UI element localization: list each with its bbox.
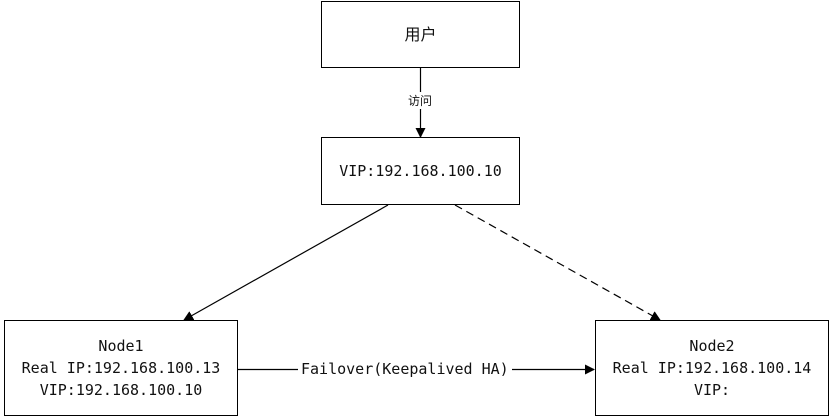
node1-real-ip: Real IP:192.168.100.13 [21,359,221,377]
node2-name: Node2 [689,337,735,355]
user-node-label: 用户 [404,24,437,44]
node1-name: Node1 [98,337,144,355]
access-edge-label: 访问 [406,92,435,109]
node1: Node1 Real IP:192.168.100.13 VIP:192.168… [4,320,238,416]
node2-vip: VIP: [693,381,731,399]
node1-vip: VIP:192.168.100.10 [39,381,203,399]
node2: Node2 Real IP:192.168.100.14 VIP: [595,320,829,416]
edge-vip-to-node1 [183,204,389,321]
vip-node: VIP:192.168.100.10 [321,137,520,205]
edge-vip-to-node2 [454,204,661,321]
user-node: 用户 [321,1,520,68]
failover-edge-label: Failover(Keepalived HA) [298,359,512,379]
vip-node-label: VIP:192.168.100.10 [339,162,502,180]
node2-real-ip: Real IP:192.168.100.14 [612,359,812,377]
